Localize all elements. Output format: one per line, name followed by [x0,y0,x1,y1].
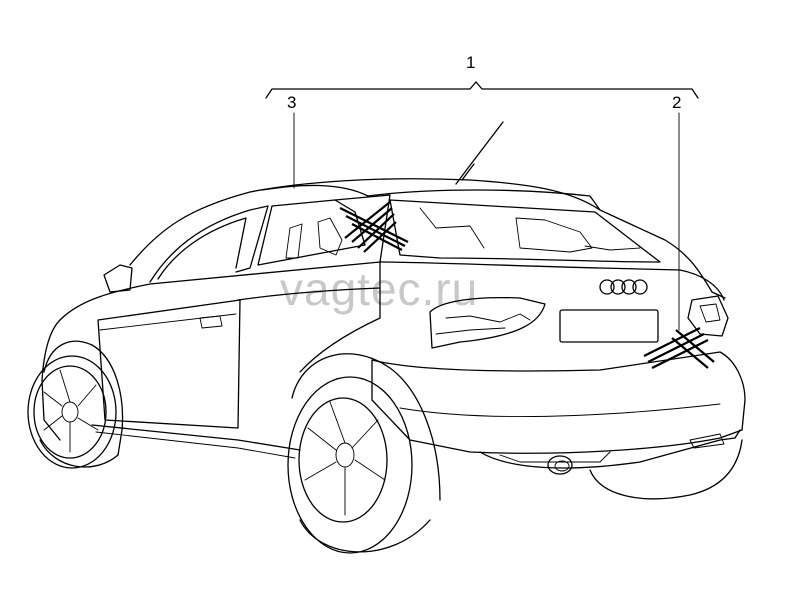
hatch-marking-right [643,327,715,369]
hatch-marking-left [339,201,409,253]
callout-label-1: 1 [466,53,475,72]
callout-label-2: 2 [672,93,681,112]
callout-label-3: 3 [287,93,296,112]
watermark-text: vagtec.ru [280,263,478,315]
callout-bracket [265,81,699,99]
car-body [27,121,746,554]
